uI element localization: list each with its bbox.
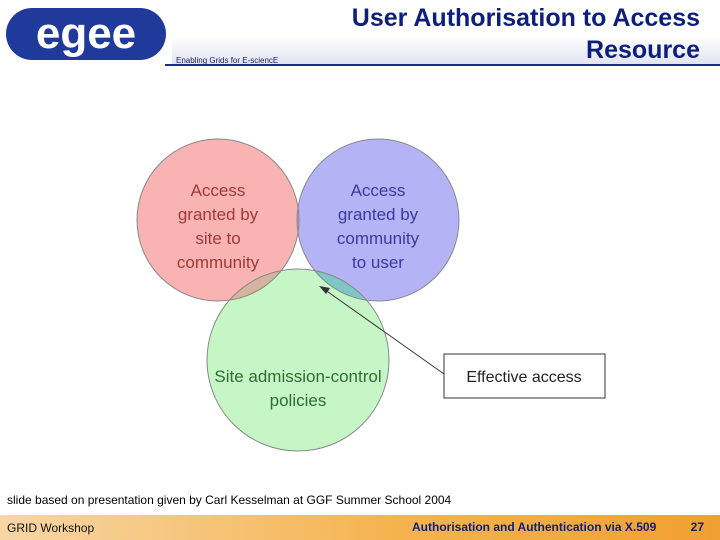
credit-note: slide based on presentation given by Car…: [7, 493, 452, 507]
label-site-line-1: Access: [191, 181, 246, 200]
page-number: 27: [690, 520, 704, 534]
callout-arrowhead: [319, 286, 330, 294]
label-site-line-3: site to: [195, 229, 240, 248]
callout-arrow: [320, 286, 445, 375]
label-site: Access granted by site to community: [177, 181, 260, 272]
egee-logo-icon: egee: [6, 8, 166, 60]
slide-footer: GRID Workshop Authorisation and Authenti…: [0, 515, 720, 540]
label-policies: Site admission-control policies: [214, 367, 381, 410]
outline-community: [296, 138, 460, 302]
label-community-line-3: community: [337, 229, 420, 248]
label-site-line-2: granted by: [178, 205, 259, 224]
egee-logo: egee: [0, 0, 172, 66]
circle-community: [297, 139, 459, 301]
slide-header: egee Enabling Grids for E-sciencE User A…: [0, 0, 720, 66]
title-line-1: User Authorisation to Access: [351, 4, 700, 32]
logo-text: egee: [36, 9, 136, 58]
page-title: User Authorisation to Access Resource: [280, 2, 700, 66]
label-site-line-4: community: [177, 253, 260, 272]
title-line-2: Resource: [586, 36, 700, 64]
label-community-line-4: to user: [352, 253, 404, 272]
callout-box: [443, 353, 606, 399]
label-policies-line-1: Site admission-control: [214, 367, 381, 386]
header-rule: [165, 64, 720, 66]
tagline: Enabling Grids for E-sciencE: [176, 56, 279, 65]
callout-label: Effective access: [466, 369, 581, 386]
circle-policies: [207, 269, 389, 451]
label-policies-line-2: policies: [270, 391, 327, 410]
label-community: Access granted by community to user: [337, 181, 420, 272]
footer-event: GRID Workshop: [7, 521, 95, 535]
outline-policies: [206, 268, 390, 452]
label-community-line-2: granted by: [338, 205, 419, 224]
outline-site: [136, 138, 300, 302]
footer-topic: Authorisation and Authentication via X.5…: [412, 520, 657, 534]
circle-site: [137, 139, 299, 301]
header-band: [165, 0, 720, 66]
label-community-line-1: Access: [351, 181, 406, 200]
